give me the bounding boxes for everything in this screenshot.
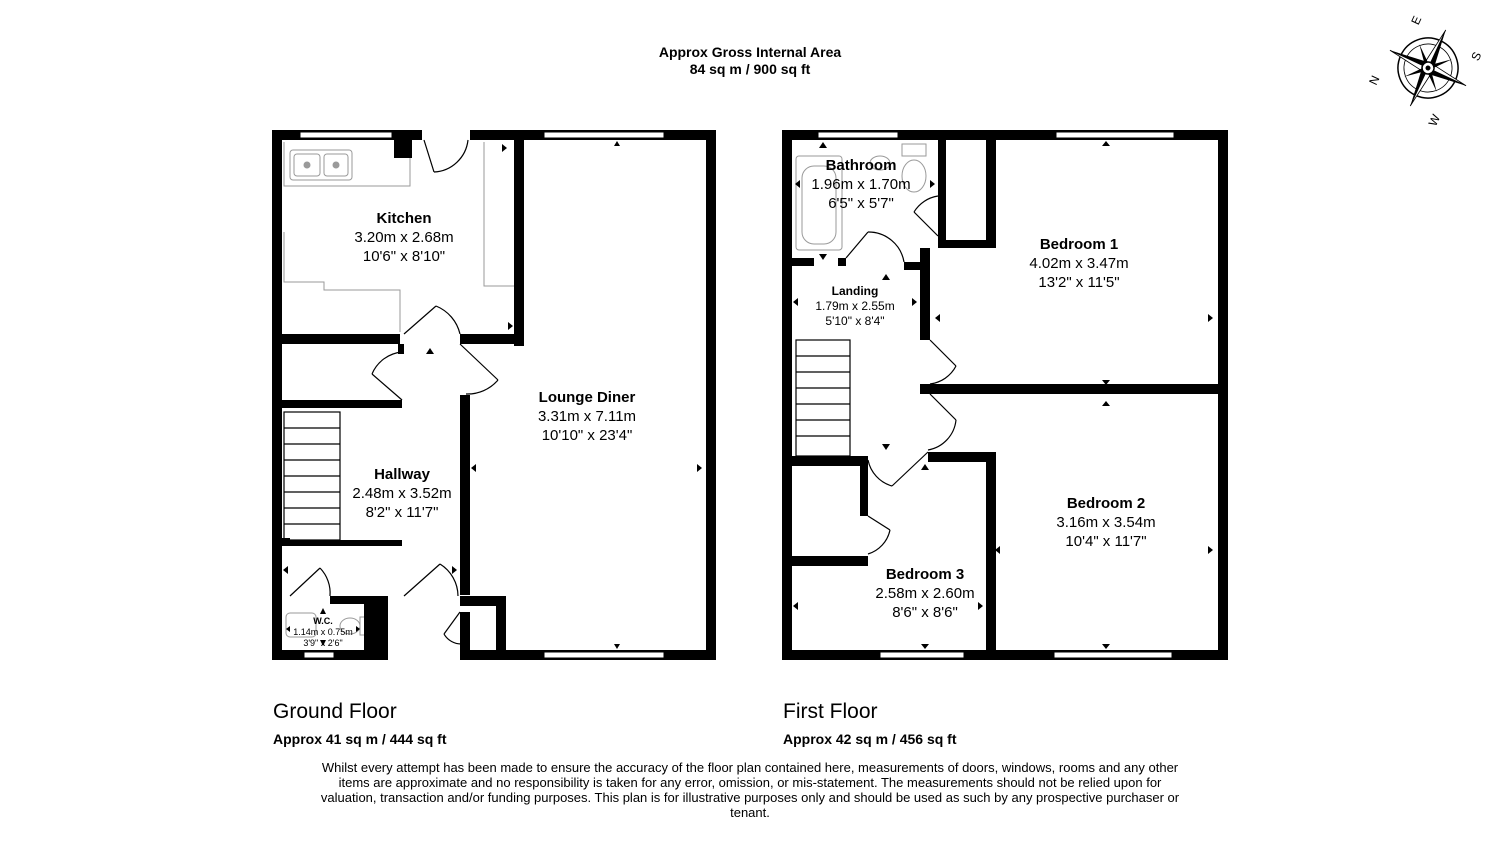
disclaimer-text: Whilst every attempt has been made to en… (320, 760, 1180, 820)
ground-floor-area: Approx 41 sq m / 444 sq ft (273, 731, 447, 747)
first-floor-plan (782, 130, 1228, 660)
lounge-name: Lounge Diner (539, 389, 636, 406)
bedroom2-metric: 3.16m x 3.54m (1056, 514, 1155, 531)
bathroom-metric: 1.96m x 1.70m (811, 176, 910, 193)
hallway-metric: 2.48m x 3.52m (352, 485, 451, 502)
lounge-metric: 3.31m x 7.11m (538, 408, 636, 425)
bedroom3-metric: 2.58m x 2.60m (875, 585, 974, 602)
wc-imperial: 3'9" x 2'6" (303, 638, 342, 648)
ground-floor-plan (272, 130, 716, 660)
area-total: 84 sq m / 900 sq ft (689, 61, 811, 77)
compass-e: E (1408, 14, 1424, 27)
ground-stairs (283, 411, 341, 541)
bathroom-imperial: 6'5" x 5'7" (828, 195, 894, 212)
ground-walls (272, 130, 716, 660)
first-doors (845, 195, 957, 555)
bathroom-name: Bathroom (826, 157, 897, 174)
kitchen-fixtures (283, 142, 514, 332)
landing-name: Landing (832, 284, 879, 298)
bathroom-fixtures (795, 143, 927, 251)
kitchen-name: Kitchen (376, 210, 431, 227)
ground-measure-arrows (283, 141, 702, 649)
first-walls (782, 130, 1228, 660)
kitchen-metric: 3.20m x 2.68m (354, 229, 453, 246)
area-title: Approx Gross Internal Area (658, 44, 842, 60)
ground-doors (289, 139, 499, 645)
bedroom3-name: Bedroom 3 (886, 566, 964, 583)
wc-metric: 1.14m x 0.75m (293, 627, 353, 637)
first-stairs (795, 339, 851, 457)
bedroom2-name: Bedroom 2 (1067, 495, 1145, 512)
first-measure-arrows (793, 141, 1213, 649)
kitchen-imperial: 10'6" x 8'10" (363, 248, 445, 265)
room-labels: Kitchen 3.20m x 2.68m 10'6" x 8'10" Loun… (293, 157, 1155, 648)
landing-imperial: 5'10" x 8'4" (825, 314, 884, 328)
ground-floor-title: Ground Floor (273, 700, 397, 723)
landing-metric: 1.79m x 2.55m (815, 299, 894, 313)
first-floor-title: First Floor (783, 700, 878, 723)
bedroom2-imperial: 10'4" x 11'7" (1065, 533, 1146, 550)
first-windows (817, 131, 1175, 659)
bedroom3-imperial: 8'6" x 8'6" (892, 604, 958, 621)
hallway-name: Hallway (374, 466, 431, 483)
ground-windows (299, 131, 665, 659)
lounge-imperial: 10'10" x 23'4" (542, 427, 633, 444)
compass-n: N (1366, 73, 1382, 87)
compass-s: S (1468, 50, 1484, 63)
first-floor-area: Approx 42 sq m / 456 sq ft (783, 731, 957, 747)
bedroom1-imperial: 13'2" x 11'5" (1038, 274, 1119, 291)
wc-name: W.C. (313, 616, 333, 626)
hallway-imperial: 8'2" x 11'7" (366, 504, 439, 521)
bedroom1-name: Bedroom 1 (1040, 236, 1118, 253)
compass-w: W (1426, 112, 1444, 129)
compass-rose-icon (1389, 29, 1467, 107)
bedroom1-metric: 4.02m x 3.47m (1029, 255, 1128, 272)
